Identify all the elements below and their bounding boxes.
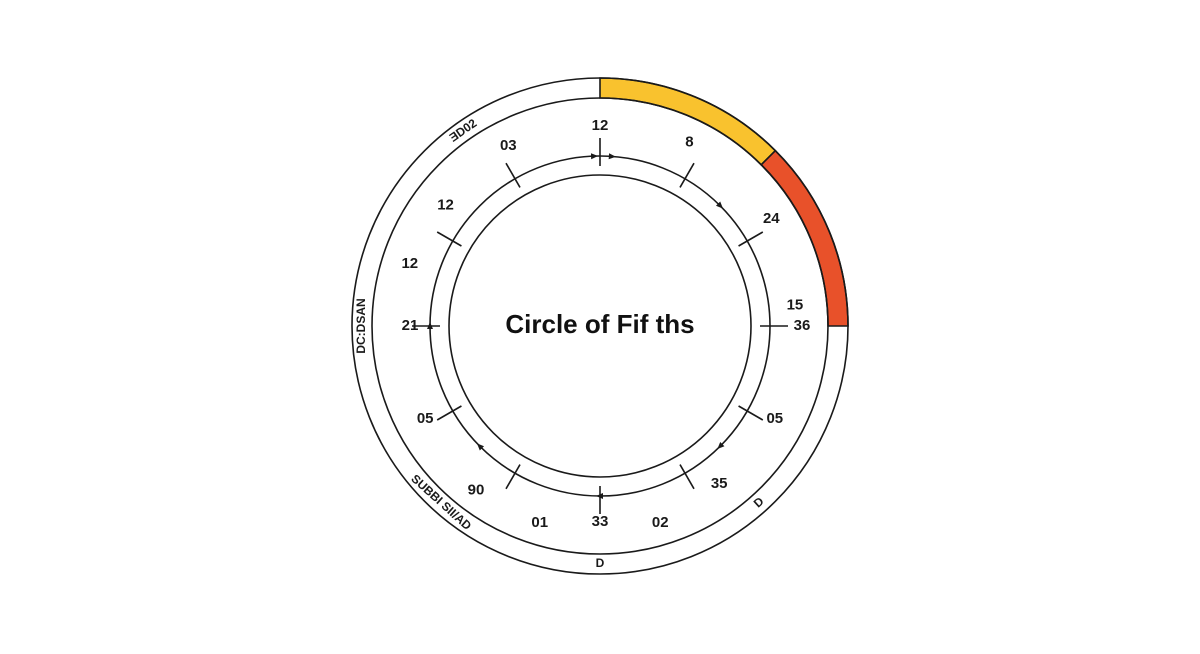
position-number: 12 (437, 196, 454, 213)
ring-label: DC:DSAN (354, 298, 368, 353)
ring-label: D (751, 494, 767, 510)
diagram-title: Circle of Fif ths (505, 309, 694, 339)
ring-label: SUBBI SII/AD (408, 472, 474, 533)
position-number: 15 (787, 296, 804, 313)
position-number: 05 (417, 410, 434, 427)
tick-mark (505, 162, 521, 188)
tick-marks (412, 138, 788, 514)
tick-mark (738, 231, 764, 247)
arrow-marker (590, 153, 599, 160)
arrow-marker (608, 153, 616, 160)
position-number: 12 (592, 117, 609, 134)
position-number: 05 (766, 410, 783, 427)
tick-mark (738, 405, 764, 421)
position-number: 02 (652, 514, 669, 531)
arrow-marker (476, 443, 485, 451)
ring-label: D (596, 556, 605, 570)
position-number: 36 (794, 317, 811, 334)
position-numbers: 12 8 24 15 36 05 35 02 33 01 90 05 21 12 12 03 (401, 117, 810, 531)
position-number: 8 (685, 134, 693, 151)
arrow-marker (427, 322, 433, 329)
arrow-markers (427, 153, 725, 499)
tick-mark (436, 231, 462, 247)
ring-label: ƎD02 (447, 116, 480, 145)
position-number: 33 (592, 513, 609, 530)
tick-mark (436, 405, 462, 421)
outer-ring (351, 77, 849, 575)
highlight-segment-yellow (599, 77, 777, 166)
inner-ring (448, 174, 752, 478)
arrow-marker (717, 441, 725, 450)
highlight-segment-red (760, 149, 849, 327)
tick-mark (679, 162, 695, 188)
position-number: 24 (763, 210, 780, 227)
position-number: 03 (500, 137, 517, 154)
tick-mark (505, 464, 521, 490)
position-number: 35 (711, 475, 728, 492)
position-number: 90 (468, 481, 485, 498)
outer-band-inner-ring (371, 97, 829, 555)
arrow-marker (715, 201, 724, 209)
arrow-marker (596, 493, 603, 499)
position-number: 12 (401, 255, 418, 272)
position-number: 21 (402, 317, 419, 334)
position-number: 01 (531, 514, 548, 531)
tick-mark (679, 464, 695, 490)
